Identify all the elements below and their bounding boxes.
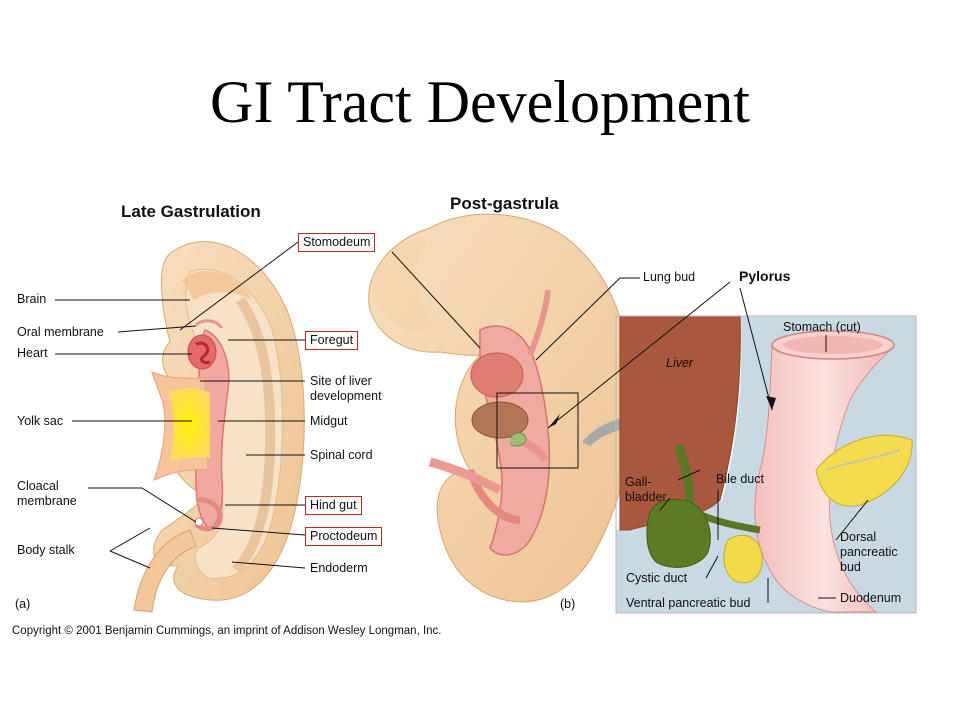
label-duodenum: Duodenum — [840, 591, 902, 605]
inset-panel — [615, 315, 917, 614]
label-liver: Liver — [666, 356, 694, 370]
label-dorsal: Dorsal — [840, 530, 877, 544]
label-oral-membrane: Oral membrane — [17, 325, 104, 339]
label-gall: Gall- — [625, 475, 652, 489]
label-heart: Heart — [17, 346, 48, 360]
label-cloacal: Cloacal — [17, 479, 59, 493]
label-development: development — [310, 389, 382, 403]
embryo-a-illustration — [133, 241, 305, 613]
label-ventral-pancreatic-bud: Ventral pancreatic bud — [626, 596, 751, 610]
label-body-stalk: Body stalk — [17, 543, 75, 557]
label-midgut: Midgut — [310, 414, 348, 428]
panel-a-heading: Late Gastrulation — [121, 202, 261, 221]
label-bile-duct: Bile duct — [716, 472, 764, 486]
label-membrane: membrane — [17, 494, 77, 508]
panel-a-tag: (a) — [15, 597, 31, 611]
zoom-box — [496, 392, 579, 469]
label-liver-site: Site of liver — [310, 374, 372, 388]
embryo-b-illustration — [368, 213, 633, 603]
label-spinal-cord: Spinal cord — [310, 448, 373, 462]
label-brain: Brain — [17, 292, 47, 306]
label-hind-gut: Hind gut — [305, 496, 362, 515]
page-title: GI Tract Development — [210, 69, 750, 135]
label-stomach-cut: Stomach (cut) — [783, 320, 861, 334]
label-bud: bud — [840, 560, 861, 574]
copyright-notice: Copyright © 2001 Benjamin Cummings, an i… — [12, 625, 442, 637]
panel-b-heading: Post-gastrula — [450, 194, 559, 213]
label-pancreatic: pancreatic — [840, 545, 898, 559]
label-cystic-duct: Cystic duct — [626, 571, 688, 585]
panel-b-leader-lines — [391, 251, 869, 603]
panel-b-tag: (b) — [560, 597, 576, 611]
label-yolk-sac: Yolk sac — [17, 414, 64, 428]
panel-a-leader-lines — [55, 241, 306, 569]
label-pylorus: Pylorus — [739, 268, 791, 284]
label-foregut: Foregut — [305, 331, 359, 350]
label-proctodeum: Proctodeum — [305, 527, 383, 546]
label-stomodeum: Stomodeum — [298, 233, 376, 252]
label-endoderm: Endoderm — [310, 561, 368, 575]
label-bladder: bladder — [625, 490, 667, 504]
label-lung-bud: Lung bud — [643, 270, 696, 284]
